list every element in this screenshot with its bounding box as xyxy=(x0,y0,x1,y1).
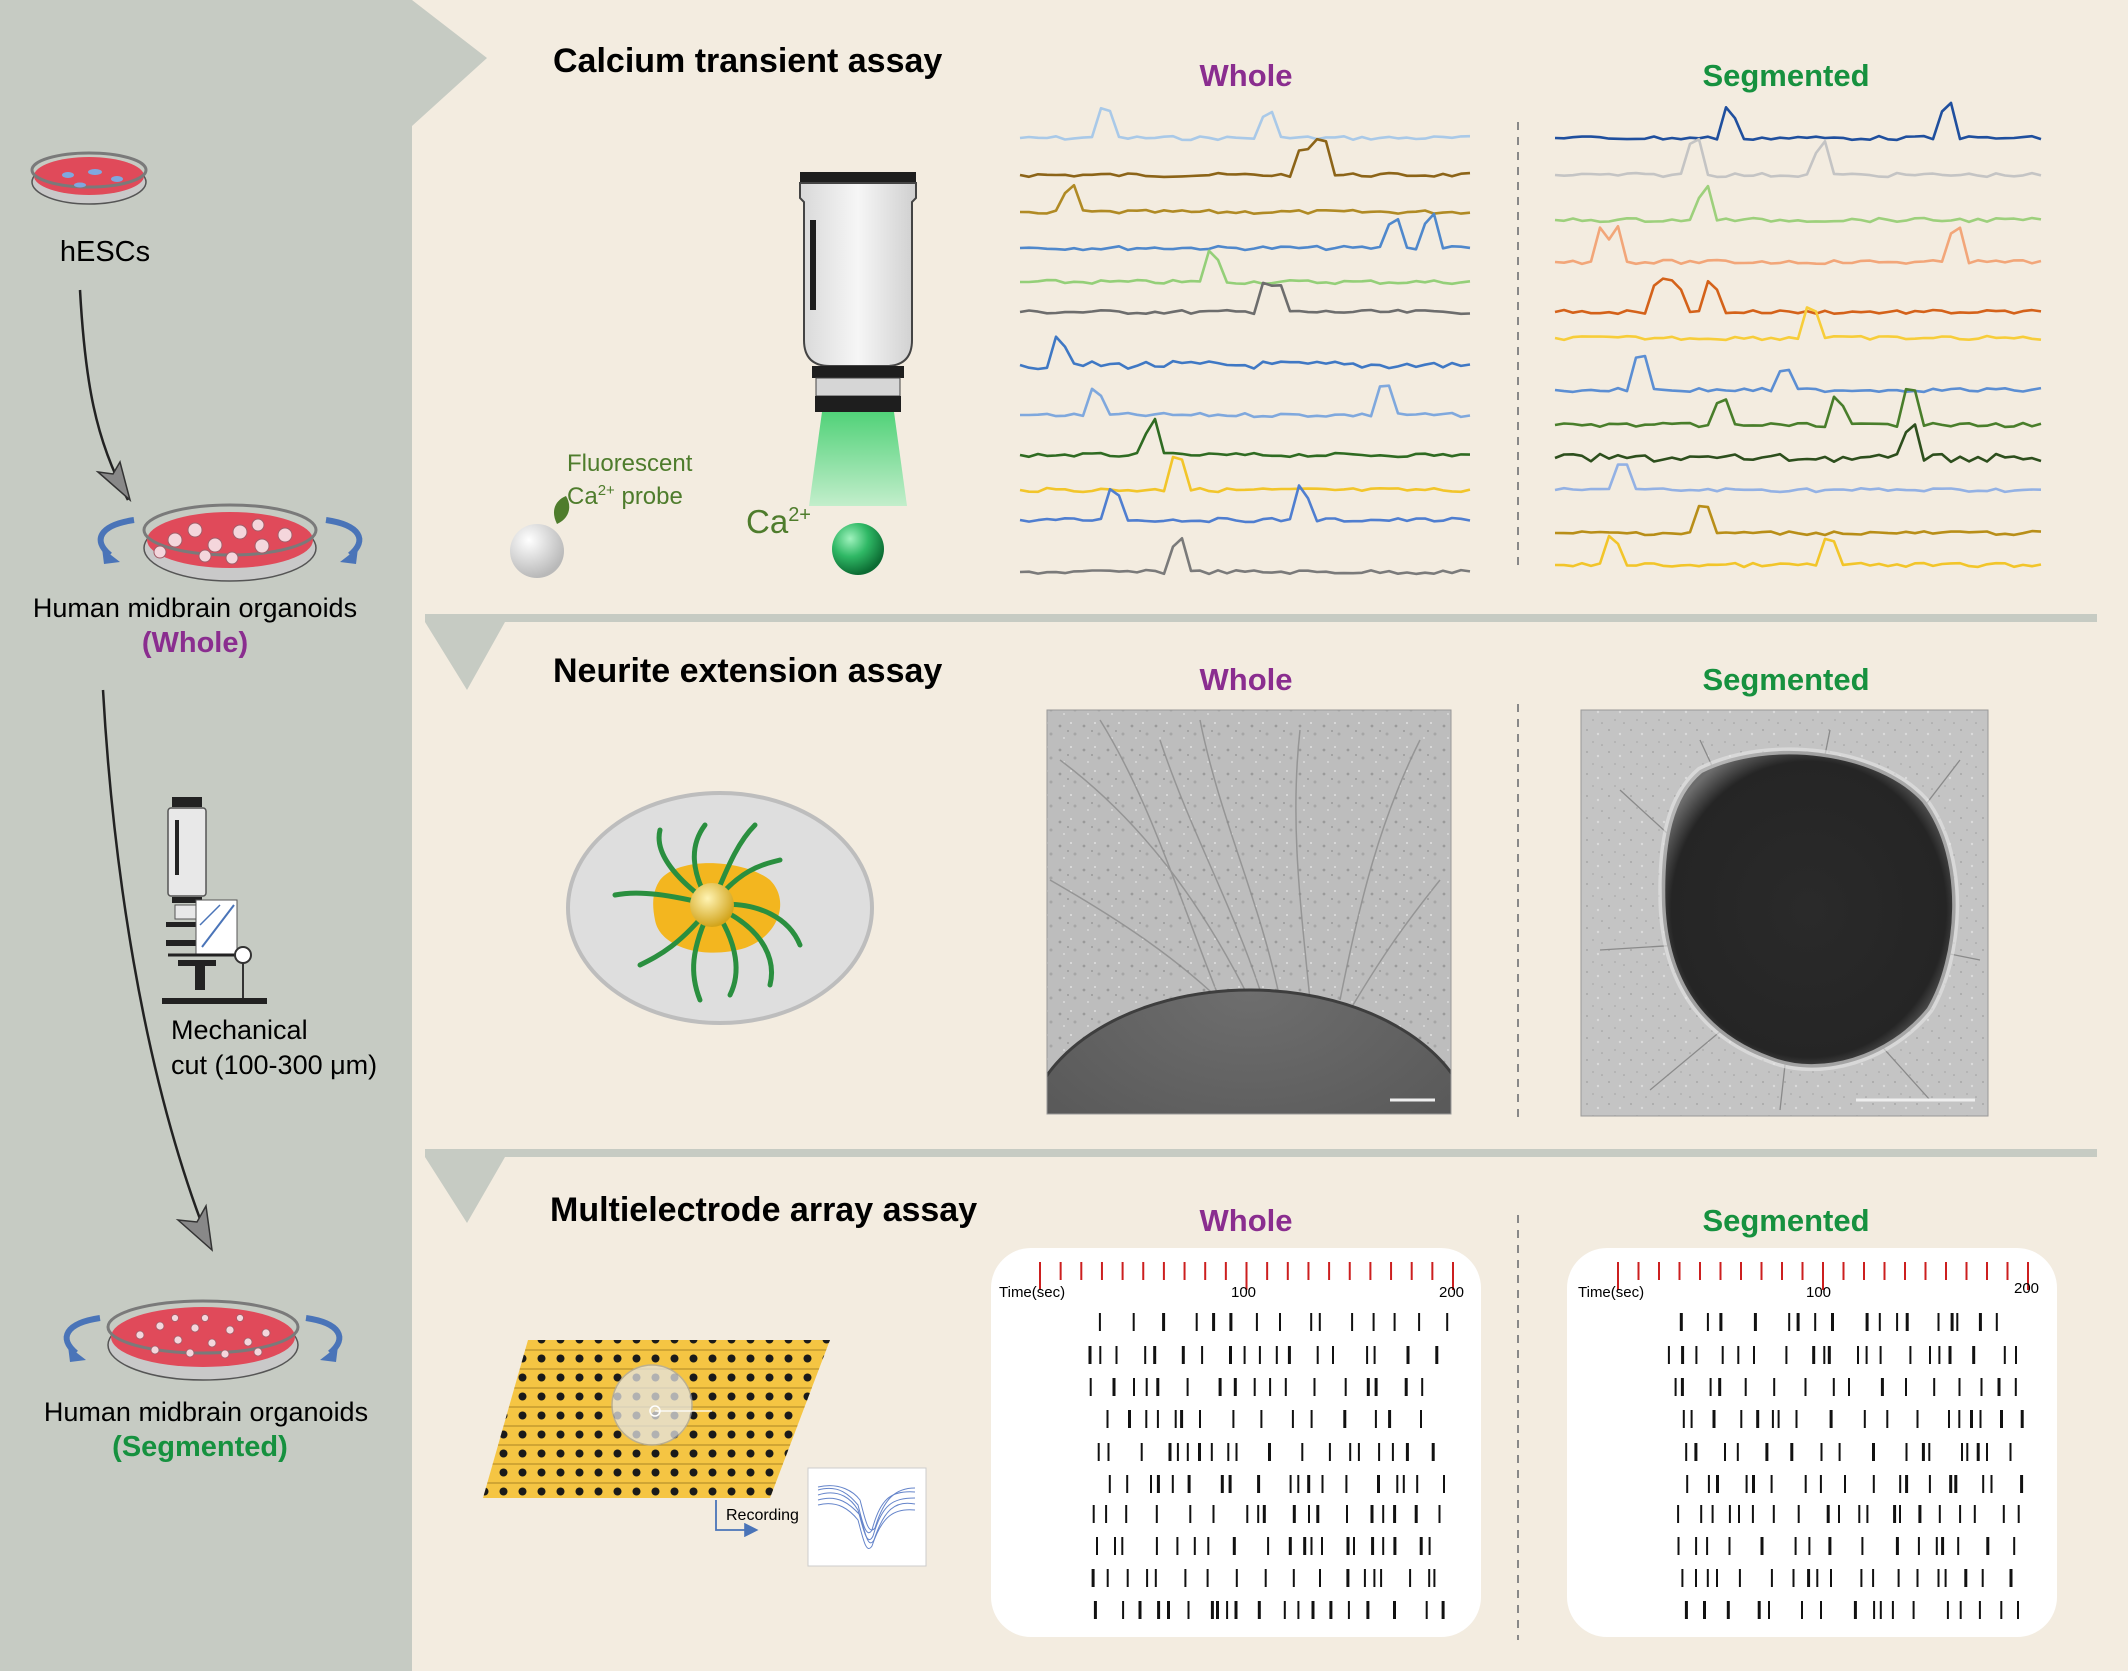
calcium-trace xyxy=(1554,423,2042,464)
whole-organoids-label: Human midbrain organoids xyxy=(32,593,358,623)
segmented-tag: (Segmented) xyxy=(112,1431,288,1463)
calcium-trace xyxy=(1019,183,1471,215)
calcium-trace xyxy=(1554,534,2042,569)
hescs-label: hESCs xyxy=(59,236,151,268)
organoid-sphere-white xyxy=(510,524,564,578)
calcium-trace xyxy=(1554,504,2042,537)
flow-arrowhead-1 xyxy=(95,460,132,503)
micrograph-segmented xyxy=(1581,710,1988,1116)
rotate-arrow-left xyxy=(97,517,135,558)
divider-neurite-mea xyxy=(425,1149,2097,1223)
calcium-title: Calcium transient assay xyxy=(553,42,943,80)
excitation-light-beam xyxy=(809,412,907,506)
probe-droplet xyxy=(553,496,570,524)
calcium-trace xyxy=(1554,137,2042,179)
calcium-trace xyxy=(1554,224,2042,266)
calcium-trace xyxy=(1019,335,1471,371)
calcium-trace xyxy=(1020,384,1471,419)
calcium-ion-label: Ca2+ xyxy=(746,503,811,540)
mea-whole-label: Whole xyxy=(1199,1203,1293,1238)
mea-chip-illustration xyxy=(483,1340,927,1567)
raster-box-segmented xyxy=(1567,1248,2057,1637)
calcium-trace xyxy=(1554,387,2042,429)
calcium-trace xyxy=(1019,137,1471,179)
calcium-trace xyxy=(1554,463,2042,494)
raster-box-whole xyxy=(991,1248,1481,1637)
neurite-whole-label: Whole xyxy=(1199,662,1293,697)
probe-label-line2: Ca2+ probe xyxy=(567,482,683,510)
raster-segmented-tick-200: 200 xyxy=(2014,1280,2040,1297)
segmented-organoids-label: Human midbrain organoids xyxy=(43,1397,369,1427)
probe-label-line1: Fluorescent xyxy=(567,450,693,477)
calcium-trace xyxy=(1554,306,2042,342)
raster-segmented-tick-100: 100 xyxy=(1806,1284,1832,1301)
raster-segmented-time-label: Time(sec) xyxy=(1578,1284,1645,1301)
raster-whole-tick-100: 100 xyxy=(1231,1284,1257,1301)
petri-dish-segmented-organoids xyxy=(106,1299,300,1381)
calcium-trace xyxy=(1554,101,2042,142)
raster-whole-time-label: Time(sec) xyxy=(999,1284,1066,1301)
sidebar xyxy=(0,0,487,1671)
calcium-trace xyxy=(1020,249,1471,286)
raster-whole-tick-200: 200 xyxy=(1439,1284,1465,1301)
mea-segmented-label: Segmented xyxy=(1702,1203,1870,1238)
calcium-trace xyxy=(1554,277,2042,316)
mea-title: Multielectrode array assay xyxy=(550,1191,978,1229)
neurite-title: Neurite extension assay xyxy=(553,652,943,690)
whole-tag: (Whole) xyxy=(141,627,249,659)
calcium-traces xyxy=(1019,101,2042,576)
calcium-trace xyxy=(1019,281,1471,316)
petri-dish-hescs xyxy=(30,151,148,205)
neurite-illustration xyxy=(566,791,874,1025)
divider-calcium-neurite xyxy=(425,614,2097,690)
calcium-trace xyxy=(1019,212,1471,252)
calcium-trace xyxy=(1019,106,1471,142)
calcium-trace xyxy=(1019,484,1471,524)
spike-rasters xyxy=(1039,1262,2029,1619)
fluorescence-microscope-illustration xyxy=(799,172,917,506)
calcium-trace xyxy=(1019,537,1471,576)
petri-dish-whole-organoids xyxy=(142,503,318,582)
neurite-segmented-label: Segmented xyxy=(1702,662,1870,697)
calcium-trace xyxy=(1554,354,2042,394)
calcium-trace xyxy=(1019,455,1471,494)
calcium-segmented-label: Segmented xyxy=(1702,58,1870,93)
microscope-icon xyxy=(162,797,267,1004)
recording-label: Recording xyxy=(726,1507,799,1524)
flow-arrowhead-2 xyxy=(175,1203,214,1252)
organoid-sphere-fluorescent xyxy=(832,523,884,575)
calcium-trace xyxy=(1019,417,1471,459)
rotate-arrow-right xyxy=(325,517,363,558)
calcium-whole-label: Whole xyxy=(1199,58,1293,93)
micrograph-whole xyxy=(1047,710,1451,1114)
flow-arrow-2 xyxy=(101,689,212,1246)
calcium-trace xyxy=(1554,184,2042,224)
cut-label-line1: Mechanical xyxy=(171,1015,308,1045)
cut-label-line2: cut (100-300 μm) xyxy=(171,1050,378,1080)
